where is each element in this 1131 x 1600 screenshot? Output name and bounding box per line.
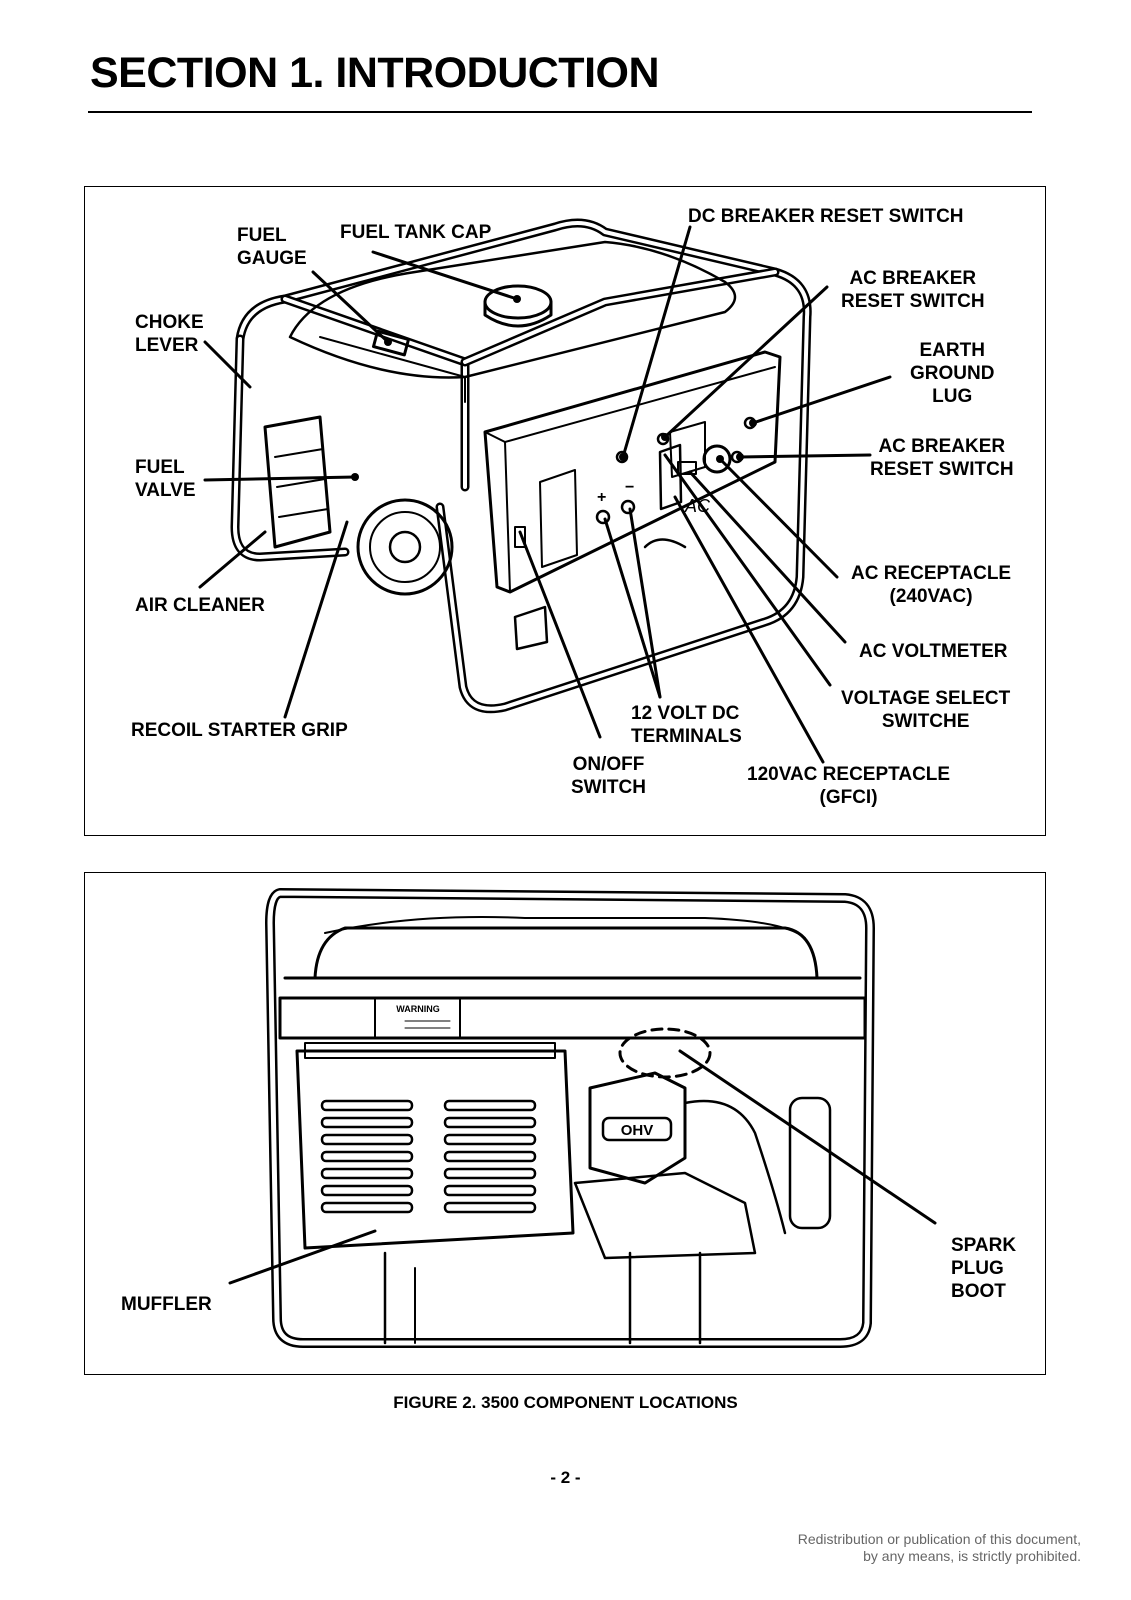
generator-front-illustration: + − AC <box>198 218 892 764</box>
label-ac-voltmeter: AC VOLTMETER <box>859 641 1008 662</box>
figure-caption: FIGURE 2. 3500 COMPONENT LOCATIONS <box>393 1393 738 1412</box>
label-spark-plug-boot: SPARK PLUG BOOT <box>951 1235 1017 1302</box>
label-on-off-switch: ON/OFF SWITCH <box>571 754 646 798</box>
label-choke-lever: CHOKE LEVER <box>135 312 204 356</box>
label-ac-receptacle-240: AC RECEPTACLE (240VAC) <box>851 563 1012 607</box>
panel-minus-mark: − <box>625 479 634 496</box>
label-fuel-gauge: FUEL GAUGE <box>237 225 307 269</box>
label-120vac-receptacle: 120VAC RECEPTACLE (GFCI) <box>747 764 951 808</box>
label-voltage-select-switch: VOLTAGE SELECT SWITCHE <box>841 688 1011 732</box>
panel-ac-mark: AC <box>684 496 711 516</box>
label-dc-breaker-reset-switch: DC BREAKER RESET SWITCH <box>688 206 964 227</box>
redistribution-notice: Redistribution or publication of this do… <box>797 1531 1081 1564</box>
page-number: - 2 - <box>550 1468 581 1487</box>
label-earth-ground-lug: EARTH GROUND LUG <box>910 340 995 407</box>
panel-plus-mark: + <box>597 489 606 506</box>
label-ac-breaker-reset-switch-1: AC BREAKER RESET SWITCH <box>841 268 985 312</box>
label-recoil-starter-grip: RECOIL STARTER GRIP <box>131 720 348 741</box>
label-air-cleaner: AIR CLEANER <box>135 595 265 616</box>
label-muffler: MUFFLER <box>121 1294 212 1315</box>
engine-badge-ohv: OHV <box>621 1122 654 1139</box>
warning-label-text: WARNING <box>396 1004 440 1014</box>
label-fuel-valve: FUEL VALVE <box>135 457 196 501</box>
label-12-volt-dc-terminals: 12 VOLT DC TERMINALS <box>631 703 742 747</box>
title-divider <box>88 111 1032 113</box>
generator-rear-illustration: WARNING OHV <box>228 888 937 1348</box>
section-title: SECTION 1. INTRODUCTION <box>90 49 660 97</box>
label-ac-breaker-reset-switch-2: AC BREAKER RESET SWITCH <box>870 436 1014 480</box>
label-fuel-tank-cap: FUEL TANK CAP <box>340 222 492 243</box>
figure-generator-rear: WARNING OHV <box>84 872 1046 1375</box>
figure-generator-front: + − AC FUEL GAUGE FUEL TANK CAP DC BREAK… <box>84 186 1046 836</box>
